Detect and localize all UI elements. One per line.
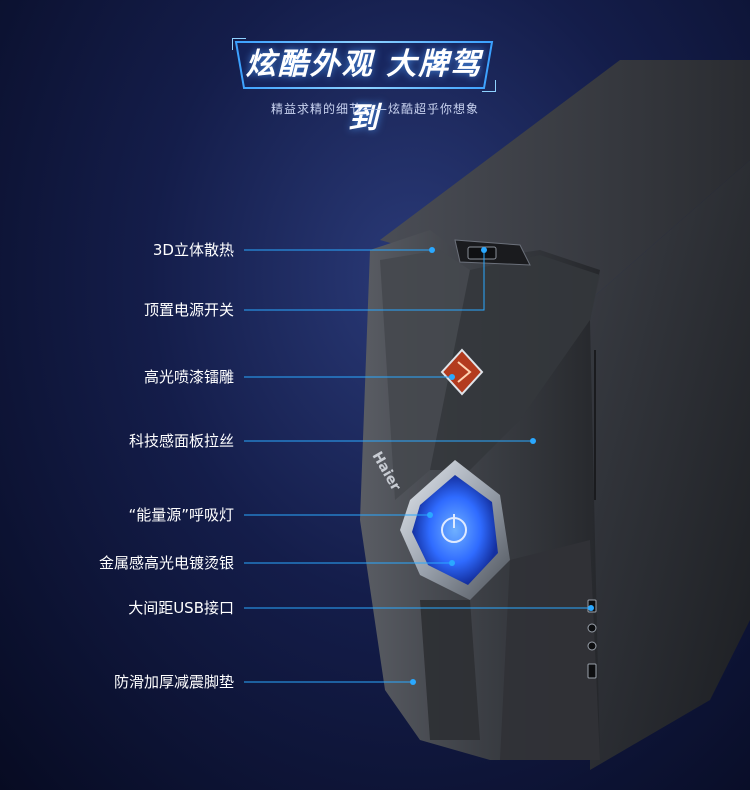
feature-label-brushed-panel: 科技感面板拉丝 — [128, 432, 234, 450]
callout-dot — [410, 679, 416, 685]
front-facet-lower — [420, 600, 480, 740]
feature-label-3d-cooling: 3D立体散热 — [152, 241, 234, 259]
feature-label-laser-engraving: 高光喷漆镭雕 — [143, 368, 234, 386]
title-frame — [232, 38, 496, 92]
feature-label-top-power-switch: 顶置电源开关 — [143, 301, 234, 319]
callout-dot — [449, 560, 455, 566]
callout-dot — [481, 247, 487, 253]
case-side-panel — [590, 160, 750, 770]
callout-dot — [429, 247, 435, 253]
feature-label-breathing-light: “能量源”呼吸灯 — [128, 506, 234, 524]
feature-label-chrome-plating: 金属感高光电镀烫银 — [98, 554, 234, 572]
power-button — [467, 246, 497, 260]
callout-dot — [449, 374, 455, 380]
callout-dots — [410, 247, 594, 685]
callout-dot — [530, 438, 536, 444]
page-title: 炫酷外观 大牌驾到 — [245, 47, 483, 136]
callout-dot — [427, 512, 433, 518]
usb-port-icon-2 — [587, 663, 597, 679]
callout-lines — [244, 249, 591, 683]
page-subtitle: 精益求精的细节——炫酷超乎你想象 — [270, 102, 479, 116]
front-facet-left — [380, 250, 470, 500]
feature-label-usb-ports: 大间距USB接口 — [128, 599, 234, 617]
audio-port-icon — [587, 623, 597, 633]
front-facet-right — [430, 255, 600, 470]
breathing-light — [412, 475, 498, 585]
front-facet-lower-right — [500, 540, 600, 760]
emblem-arrow — [457, 361, 472, 383]
mic-port-icon — [587, 641, 597, 651]
feature-label-anti-slip-feet: 防滑加厚减震脚垫 — [113, 673, 234, 691]
laser-emblem — [440, 348, 484, 396]
callout-dot — [588, 605, 594, 611]
case-top — [380, 60, 750, 300]
title-banner: 炫酷外观 大牌驾到 — [232, 38, 496, 136]
